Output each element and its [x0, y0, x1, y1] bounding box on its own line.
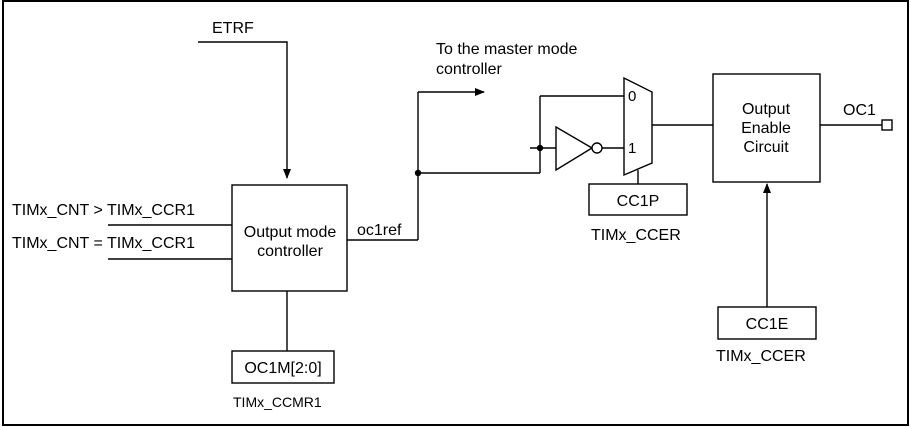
output-enable-label-3: Circuit — [743, 139, 789, 156]
timx-ccer-label-cc1p: TIMx_CCER — [591, 227, 681, 244]
oc1-pin — [881, 119, 893, 131]
output-enable-label-2: Enable — [741, 120, 791, 137]
etrf-wire — [198, 41, 291, 179]
oc1ref-label: oc1ref — [357, 222, 402, 239]
inverter-bubble — [591, 142, 603, 154]
output-enable-label-1: Output — [742, 101, 791, 118]
oc1m-register-box — [231, 350, 335, 384]
etrf-label: ETRF — [212, 20, 254, 37]
output-enable-circuit-block — [712, 73, 821, 183]
multiplexer — [623, 76, 653, 177]
inverter-gate — [555, 125, 594, 172]
cc1e-register-box — [717, 306, 817, 340]
mux-input-0-label: 0 — [628, 88, 636, 105]
timx-ccer-label-cc1e: TIMx_CCER — [716, 348, 806, 365]
cc1p-register-box — [588, 183, 688, 216]
cc1p-label: CC1P — [617, 193, 660, 210]
cc1e-label: CC1E — [746, 316, 789, 333]
oc1m-label: OC1M[2:0] — [244, 360, 321, 377]
oc1-label: OC1 — [843, 102, 876, 119]
mux-input-1-label: 1 — [628, 140, 636, 157]
to-master-mode-label: To the master mode — [436, 41, 578, 58]
to-master-mode-label-2: controller — [436, 61, 502, 78]
cnt-gt-ccr1-label: TIMx_CNT > TIMx_CCR1 — [12, 202, 195, 219]
output-mode-controller-label: Output mode — [244, 224, 337, 241]
output-mode-controller-label-2: controller — [257, 243, 323, 260]
timx-ccmr1-label: TIMx_CCMR1 — [233, 394, 322, 410]
output-mode-controller-block — [231, 184, 348, 292]
cnt-eq-ccr1-label: TIMx_CNT = TIMx_CCR1 — [12, 235, 195, 252]
